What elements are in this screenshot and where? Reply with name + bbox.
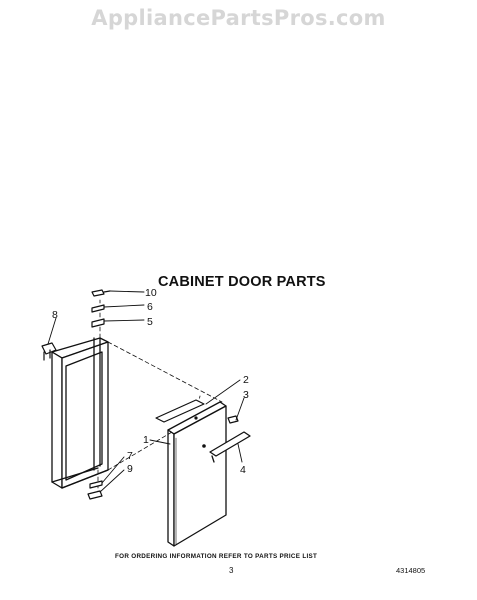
part-9-hinge-screw [87,490,103,500]
callout-1: 1 [143,434,149,446]
page-number: 3 [229,566,234,575]
callout-10: 10 [145,287,157,299]
callout-labels: 10 6 5 8 2 3 1 4 7 9 [52,287,249,476]
document-number: 4314805 [396,566,426,575]
part-10-hinge-screw [91,289,111,297]
screw-dot [194,416,198,420]
part-6-washer [91,304,105,313]
part-5-spacer [91,318,105,328]
part-8-hinge-bracket [41,342,57,361]
callout-2: 2 [243,374,249,386]
callout-5: 5 [147,316,153,328]
site-watermark: AppliancePartsPros.com [91,6,386,30]
door-panel [167,401,227,547]
callout-7: 7 [127,450,133,462]
part-4-handle [209,431,251,463]
callout-4: 4 [240,464,246,476]
part-2-shelf-bar [155,399,205,423]
callout-3: 3 [243,389,249,401]
callout-9: 9 [127,463,133,475]
door-frame [51,337,109,489]
callout-6: 6 [147,301,153,313]
leader-lines [47,290,245,493]
part-7-washer [89,480,103,489]
diagram-title: CABINET DOOR PARTS [158,274,326,290]
ordering-note: FOR ORDERING INFORMATION REFER TO PARTS … [115,553,318,560]
callout-8: 8 [52,309,58,321]
part-3-screw [227,415,239,424]
screw-dot [202,444,206,448]
